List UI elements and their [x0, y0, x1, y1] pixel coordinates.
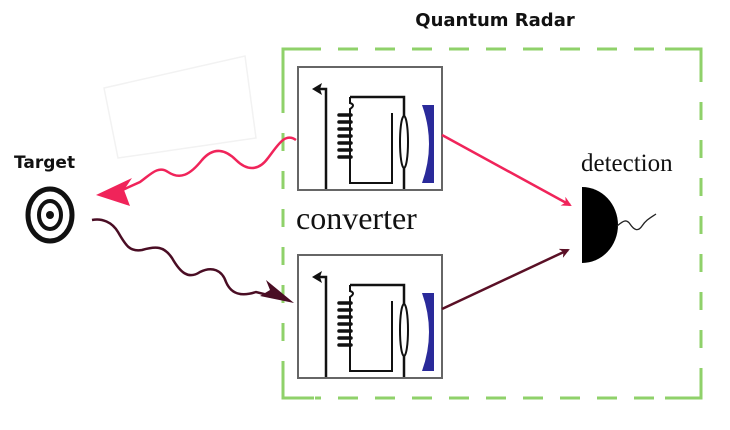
bullseye-icon: [25, 186, 75, 244]
upper-to-detector-arrow: [441, 133, 572, 207]
converter-label: converter: [296, 200, 417, 236]
faint-background-rect: [103, 55, 257, 159]
target-label: Target: [14, 153, 76, 173]
converter-upper: [297, 66, 443, 191]
lower-to-detector-arrow: [441, 248, 570, 311]
signal-arrowhead: [96, 178, 132, 206]
converter-lower: [297, 254, 443, 379]
detection-label: detection: [581, 150, 673, 177]
return-arrowhead: [260, 280, 294, 303]
diagram-title: Quantum Radar: [415, 10, 575, 31]
return-wave-incoming: [91, 218, 273, 298]
signal-wave-outgoing: [117, 136, 297, 194]
photodetector-icon: [582, 187, 657, 263]
